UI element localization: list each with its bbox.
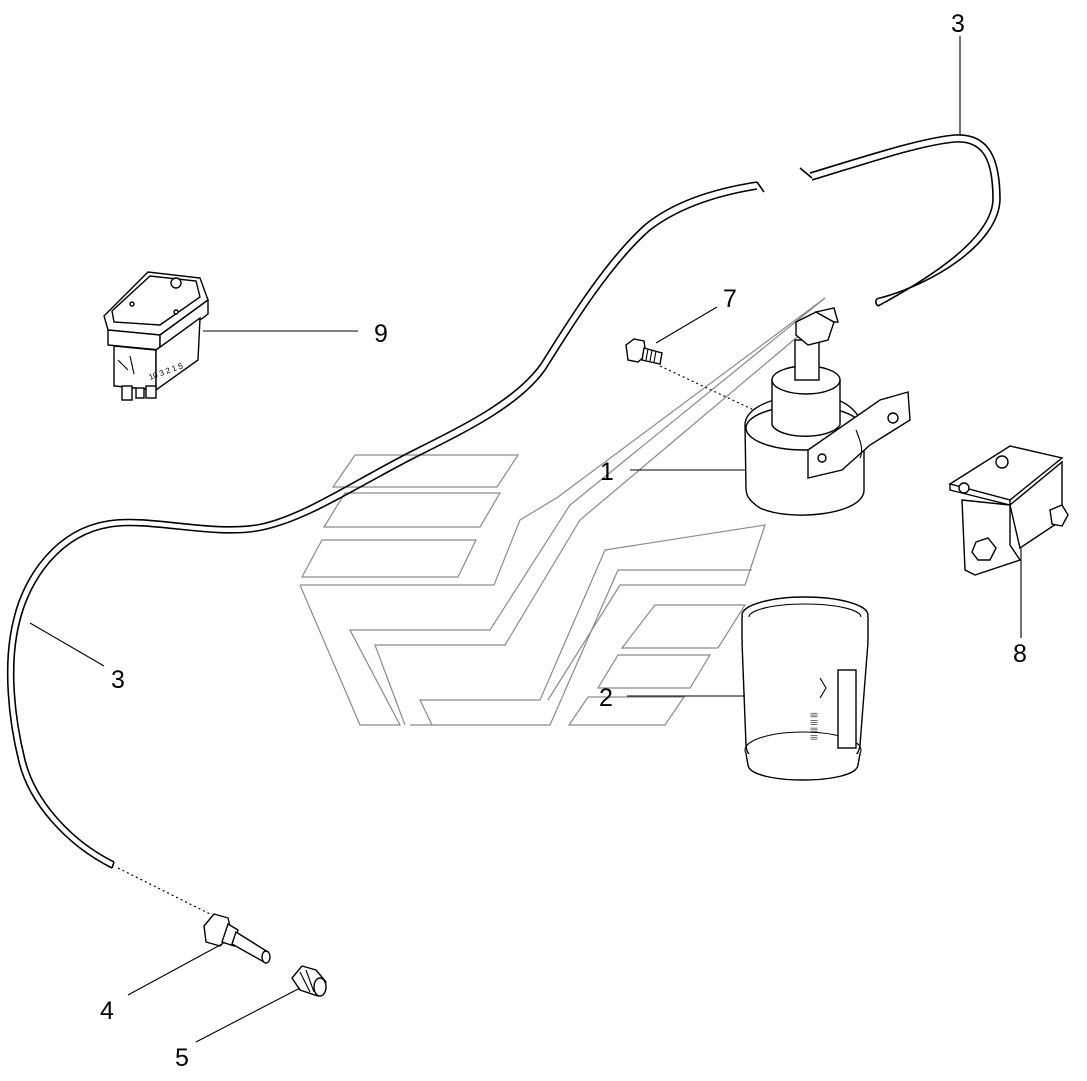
watermark-logo	[299, 297, 826, 726]
bolt-7	[625, 338, 759, 413]
callout-5: 5	[175, 1044, 189, 1072]
leader-3-left	[29, 622, 105, 667]
callout-7: 7	[723, 285, 737, 313]
leader-5	[195, 987, 301, 1043]
callout-4: 4	[100, 997, 114, 1025]
canister-marking: ||| ||| ||| |||	[811, 712, 818, 740]
switch-9: 10 3 2 1 5	[103, 271, 209, 401]
canister-2: ||| ||| ||| |||	[741, 596, 869, 781]
fitting-4	[203, 913, 271, 964]
sensor-1	[744, 307, 911, 516]
leader-7	[655, 306, 718, 344]
callout-1: 1	[600, 458, 614, 486]
plug-5	[291, 965, 327, 997]
callout-9: 9	[374, 320, 388, 348]
callout-3-left: 3	[111, 666, 125, 694]
callout-2: 2	[599, 684, 613, 712]
callout-8: 8	[1013, 640, 1027, 668]
leader-4	[127, 943, 223, 996]
cable-3	[6, 134, 1001, 916]
callout-3-top: 3	[951, 10, 965, 38]
bracket-8	[948, 445, 1069, 576]
